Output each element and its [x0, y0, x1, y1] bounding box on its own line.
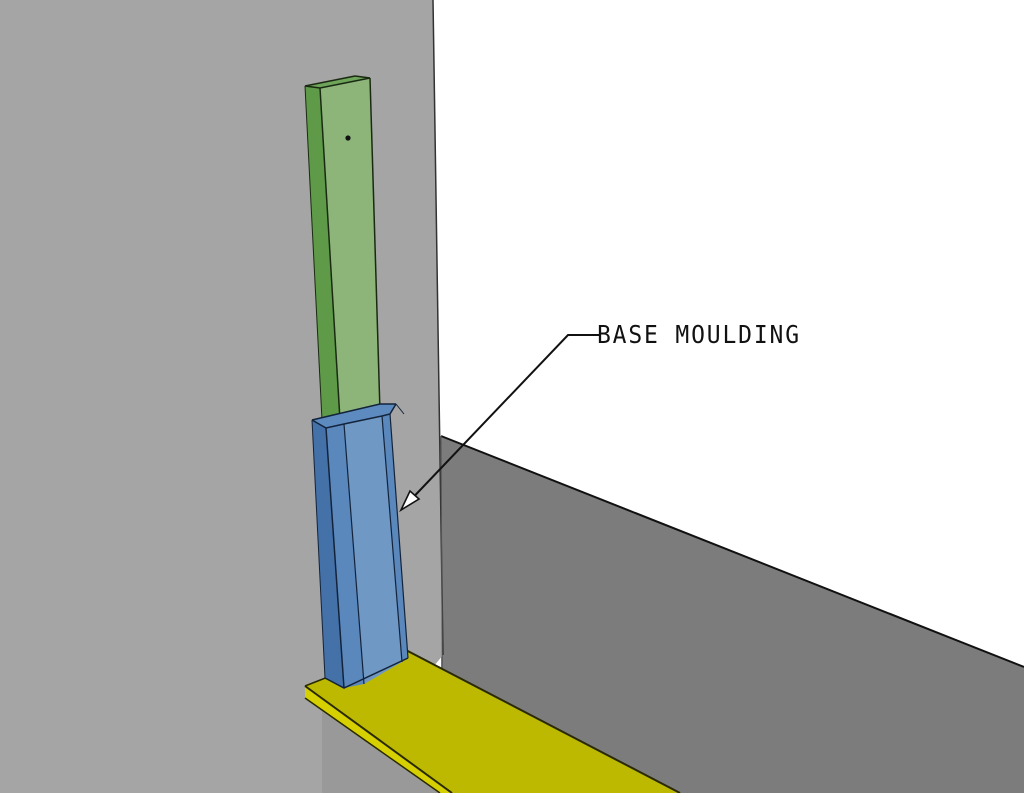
- callout-label-base-moulding: BASE MOULDING: [597, 320, 801, 349]
- green-stud: [304, 75, 381, 421]
- callout-leader: [399, 334, 600, 513]
- nail-hole-icon: [345, 135, 351, 141]
- back-wall-lower: [441, 436, 1024, 793]
- arrowhead-icon: [399, 489, 421, 513]
- wall-floor-edge: [440, 435, 1024, 668]
- floor-board: [304, 647, 681, 793]
- base-moulding: [311, 403, 409, 689]
